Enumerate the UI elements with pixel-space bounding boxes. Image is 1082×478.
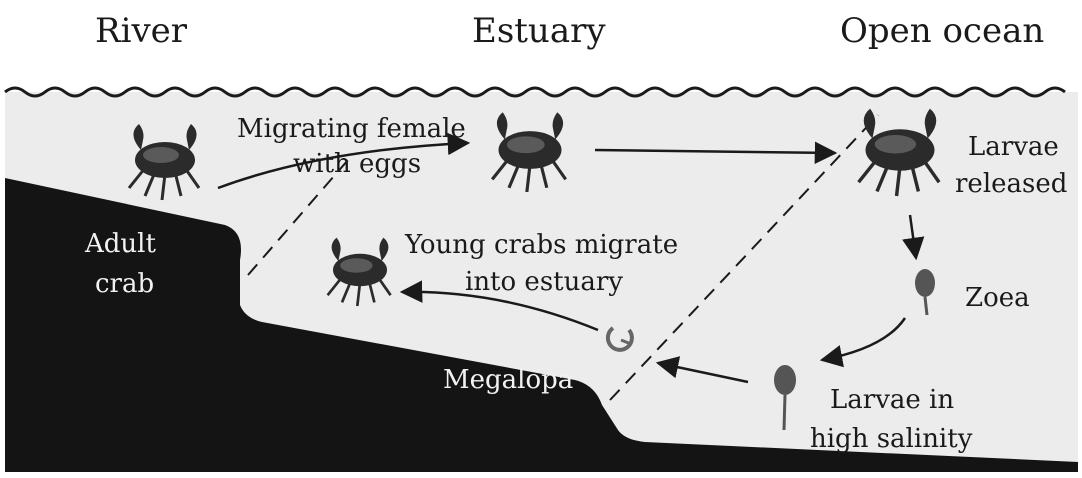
label-migrating-2: with eggs xyxy=(293,149,421,179)
label-adult-2: crab xyxy=(95,269,154,299)
label-young-crabs-2: into estuary xyxy=(465,267,623,297)
label-larvae-released-1: Larvae xyxy=(968,132,1059,162)
label-megalopa: Megalopa xyxy=(443,365,573,395)
region-estuary: Estuary xyxy=(472,11,606,51)
label-migrating-1: Migrating female xyxy=(237,114,466,144)
label-high-salinity-2: high salinity xyxy=(810,424,973,454)
region-open-ocean: Open ocean xyxy=(840,11,1044,51)
label-adult-1: Adult xyxy=(84,229,156,259)
label-young-crabs-1: Young crabs migrate xyxy=(404,230,678,260)
region-river: River xyxy=(95,11,188,51)
label-larvae-released-2: released xyxy=(955,169,1067,199)
label-zoea: Zoea xyxy=(965,283,1030,313)
label-high-salinity-1: Larvae in xyxy=(830,385,954,415)
